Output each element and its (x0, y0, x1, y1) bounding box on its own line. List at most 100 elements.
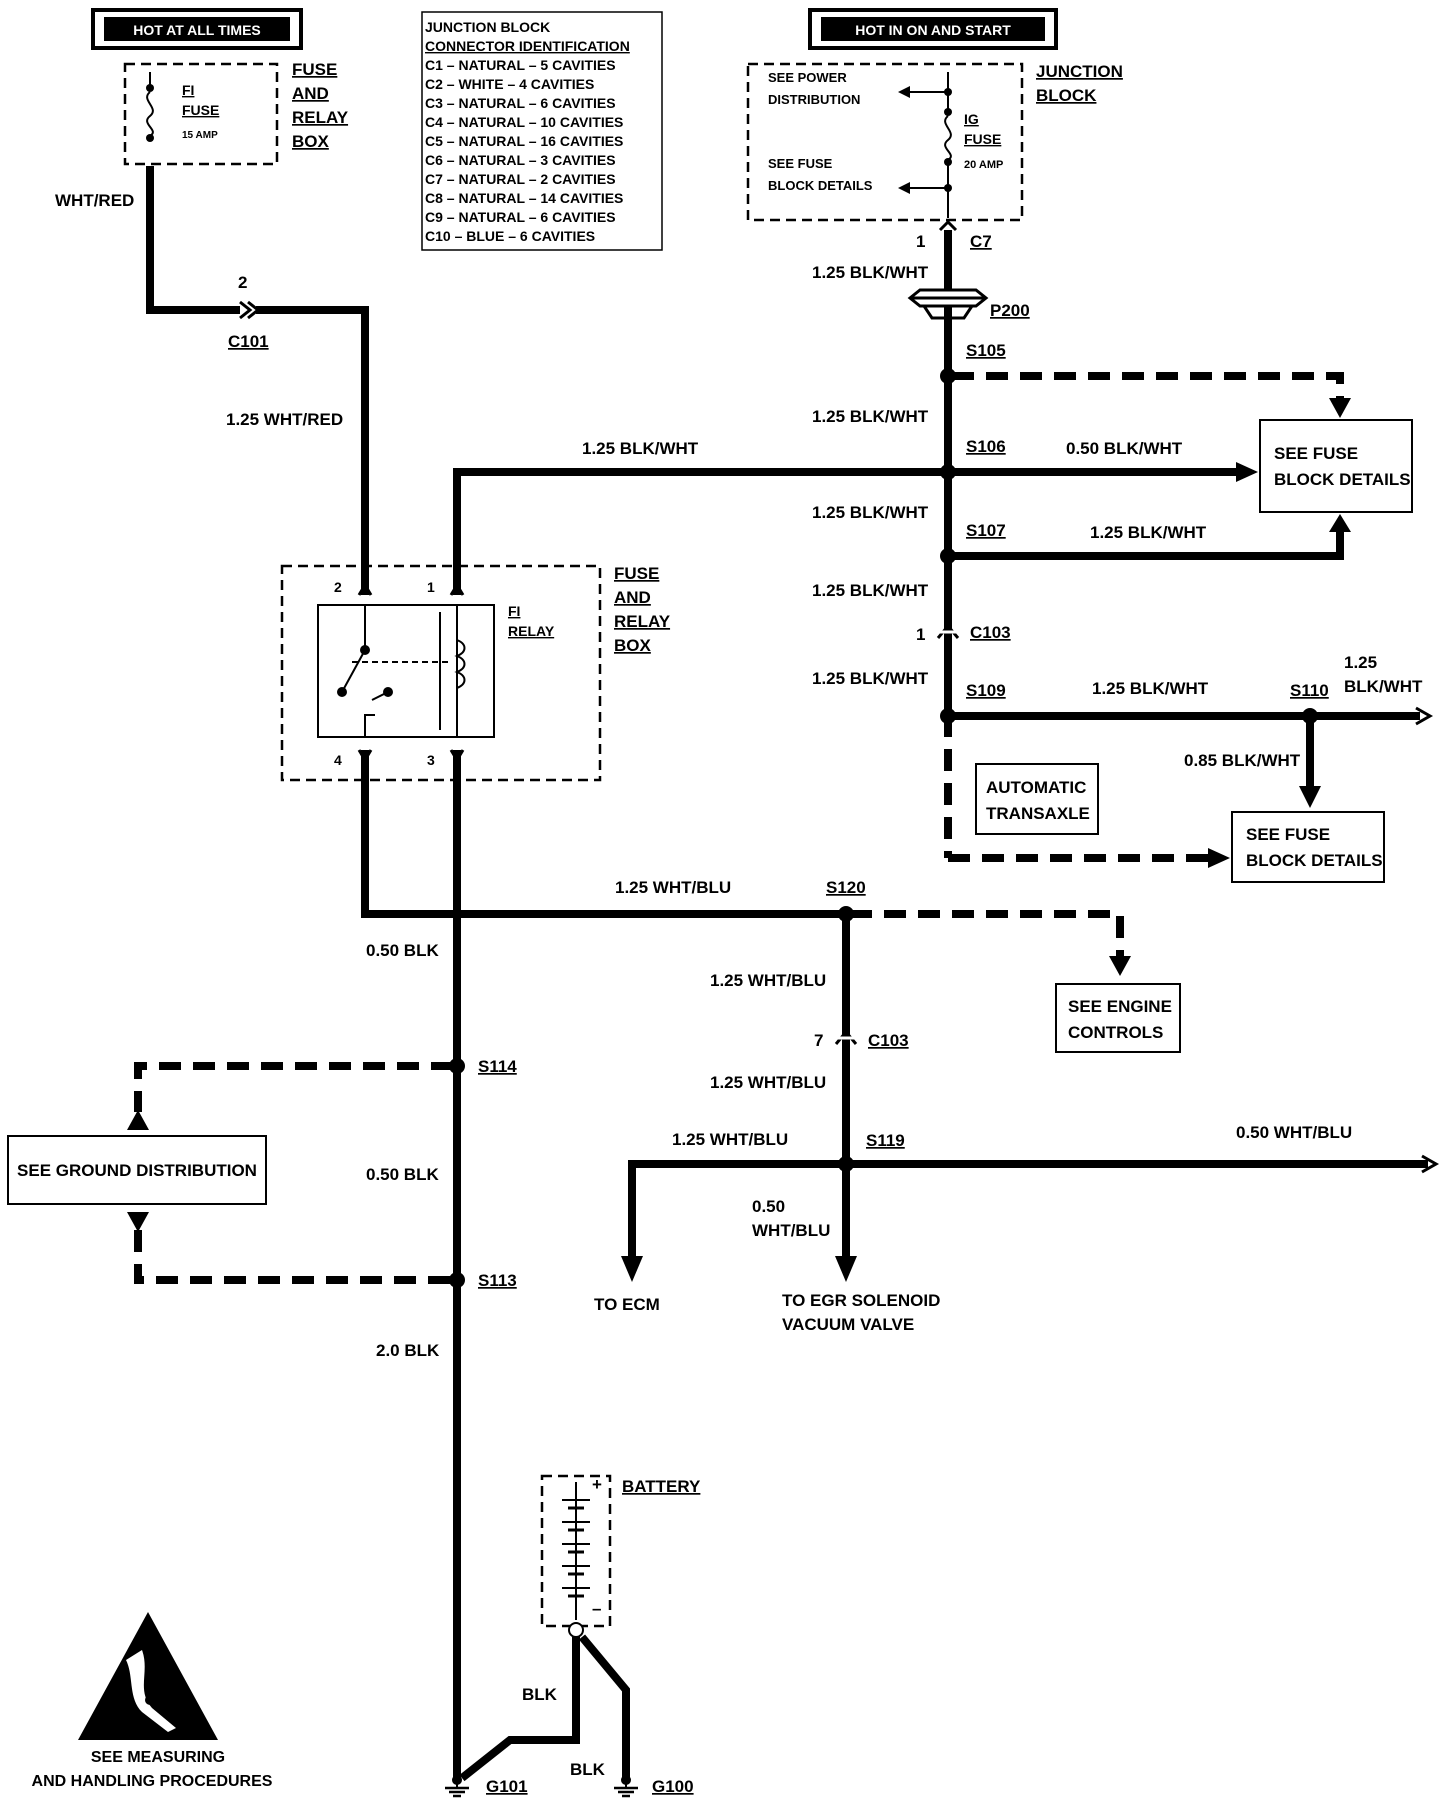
wire-s119-to-ecm (628, 1160, 846, 1260)
automatic-transaxle-box: AUTOMATIC TRANSAXLE (975, 763, 1099, 835)
label: RELAY (614, 612, 671, 631)
connector-c103-upper: 1 C103 (916, 623, 1011, 644)
esd-warning-icon (78, 1612, 218, 1740)
wire-label-wht-red: WHT/RED (55, 191, 134, 210)
wire-label-blk-wht-050: 0.50 BLK/WHT (1066, 439, 1183, 458)
label: FUSE (292, 60, 337, 79)
ig-fuse-1: IG (964, 111, 979, 127)
s105-label: S105 (966, 341, 1006, 360)
fi-fuse-name-1: FI (182, 82, 194, 98)
see-engine-1: SEE ENGINE (1068, 997, 1172, 1016)
wire-label-wht-blu-050: 0.50 WHT/BLU (1236, 1123, 1352, 1142)
battery-symbol: + – (540, 1474, 612, 1638)
see-fuse-block-details-box-1: SEE FUSE BLOCK DETAILS (1259, 419, 1413, 513)
wire-s120-dashed (850, 910, 1124, 958)
see-fuse-2: BLOCK DETAILS (1274, 470, 1411, 489)
label: BOX (292, 132, 330, 151)
table-row: C6 – NATURAL – 3 CAVITIES (425, 152, 616, 168)
wire-wht-red (146, 166, 240, 314)
wire-label-blk-1: BLK (522, 1685, 558, 1704)
wire-label-blk-wht-top: 1.25 BLK/WHT (812, 263, 929, 282)
relay-pin-2: 2 (334, 579, 342, 595)
fuse-relay-box-label-top: FUSE AND RELAY BOX (292, 60, 349, 151)
wire-s113-dashed (134, 1230, 453, 1284)
battery-minus: – (592, 1599, 601, 1618)
g101-label: G101 (486, 1777, 528, 1796)
see-ground-distribution-box: SEE GROUND DISTRIBUTION (7, 1135, 267, 1205)
s107-label: S107 (966, 521, 1006, 540)
table-row: C4 – NATURAL – 10 CAVITIES (425, 114, 623, 130)
c103-label-upper: C103 (970, 623, 1011, 642)
table-title-2: CONNECTOR IDENTIFICATION (425, 38, 630, 54)
wire-label-050-b: WHT/BLU (752, 1221, 830, 1240)
table-row: C5 – NATURAL – 16 CAVITIES (425, 133, 623, 149)
wire-label-blk-wht-s107: 1.25 BLK/WHT (1090, 523, 1207, 542)
wire-label-blk-wht-relay: 1.25 BLK/WHT (582, 439, 699, 458)
table-row: C7 – NATURAL – 2 CAVITIES (425, 171, 616, 187)
table-row: C10 – BLUE – 6 CAVITIES (425, 228, 595, 244)
c103-pin-7: 7 (814, 1031, 823, 1050)
wire-s105-dashed (952, 372, 1344, 400)
table-title-1: JUNCTION BLOCK (425, 19, 550, 35)
hot-in-on-and-start-label: HOT IN ON AND START (855, 22, 1011, 38)
table-row: C9 – NATURAL – 6 CAVITIES (425, 209, 616, 225)
c101-pin: 2 (238, 273, 247, 292)
connector-c7: 1 C7 (916, 219, 992, 251)
s120-label: S120 (826, 878, 866, 897)
wire-s106-to-relay (453, 468, 948, 595)
wire-s107 (948, 530, 1344, 560)
s114-label: S114 (478, 1057, 517, 1076)
auto-trans-1: AUTOMATIC (986, 778, 1086, 797)
fi-fuse-box: FI FUSE 15 AMP (123, 62, 279, 166)
label: RELAY (292, 108, 349, 127)
see-power-1: SEE POWER (768, 70, 847, 85)
wire-label-wht-blu-2: 1.25 WHT/BLU (710, 971, 826, 990)
s113-label: S113 (478, 1271, 517, 1290)
wire-label-blk-050-2: 0.50 BLK (366, 1165, 439, 1184)
connector-c101: 2 C101 (228, 273, 269, 351)
c7-pin: 1 (916, 232, 925, 251)
ground-g100-icon (614, 1775, 638, 1798)
fi-fuse-rating: 15 AMP (182, 130, 218, 141)
junction-block-label-2: BLOCK (1036, 86, 1097, 105)
hot-at-all-times-box: HOT AT ALL TIMES (91, 8, 303, 50)
relay-name-2: RELAY (508, 623, 555, 639)
see-fuse-2: BLOCK DETAILS (1246, 851, 1383, 870)
auto-trans-2: TRANSAXLE (986, 804, 1090, 823)
see-fuse-1: SEE FUSE (1274, 444, 1358, 463)
wire-label-wht-blu-top: 1.25 WHT/BLU (615, 878, 731, 897)
c7-label: C7 (970, 232, 992, 251)
wire-label-blk-wht-5: 1.25 BLK/WHT (812, 669, 929, 688)
wire-label-blk-2: BLK (570, 1760, 606, 1779)
see-fuse-details-2: BLOCK DETAILS (768, 178, 873, 193)
fuse-relay-box-label-mid: FUSE AND RELAY BOX (614, 564, 671, 655)
see-ground-label: SEE GROUND DISTRIBUTION (17, 1161, 257, 1180)
wire-label-050-a: 0.50 (752, 1197, 785, 1216)
label: AND (614, 588, 651, 607)
s110-label: S110 (1290, 681, 1329, 700)
see-fuse-block-details-box-2: SEE FUSE BLOCK DETAILS (1231, 811, 1385, 883)
g100-label: G100 (652, 1777, 694, 1796)
to-ecm-label: TO ECM (594, 1295, 660, 1314)
battery-label: BATTERY (622, 1477, 701, 1496)
s106-label: S106 (966, 437, 1006, 456)
table-row: C3 – NATURAL – 6 CAVITIES (425, 95, 616, 111)
wire-label-wht-blu-3: 1.25 WHT/BLU (710, 1073, 826, 1092)
see-engine-2: CONTROLS (1068, 1023, 1163, 1042)
wire-wht-blu-relay (361, 750, 846, 918)
wire-label-wht-blu-4: 1.25 WHT/BLU (672, 1130, 788, 1149)
splice-s113 (449, 1272, 465, 1288)
connector-p200: P200 (907, 288, 1030, 320)
wire-label-blk-wht-s109: 1.25 BLK/WHT (1092, 679, 1209, 698)
p200-label: P200 (990, 301, 1030, 320)
table-row: C1 – NATURAL – 5 CAVITIES (425, 57, 616, 73)
wire-label-blk-wht-4: 1.25 BLK/WHT (812, 581, 929, 600)
wire-s114-dashed (134, 1062, 453, 1112)
c103-label-lower: C103 (868, 1031, 909, 1050)
junction-block-label-1: JUNCTION (1036, 62, 1123, 81)
s109-label: S109 (966, 681, 1006, 700)
relay-pin-3: 3 (427, 752, 435, 768)
ig-fuse-rating: 20 AMP (964, 159, 1003, 171)
s119-label: S119 (866, 1131, 905, 1150)
